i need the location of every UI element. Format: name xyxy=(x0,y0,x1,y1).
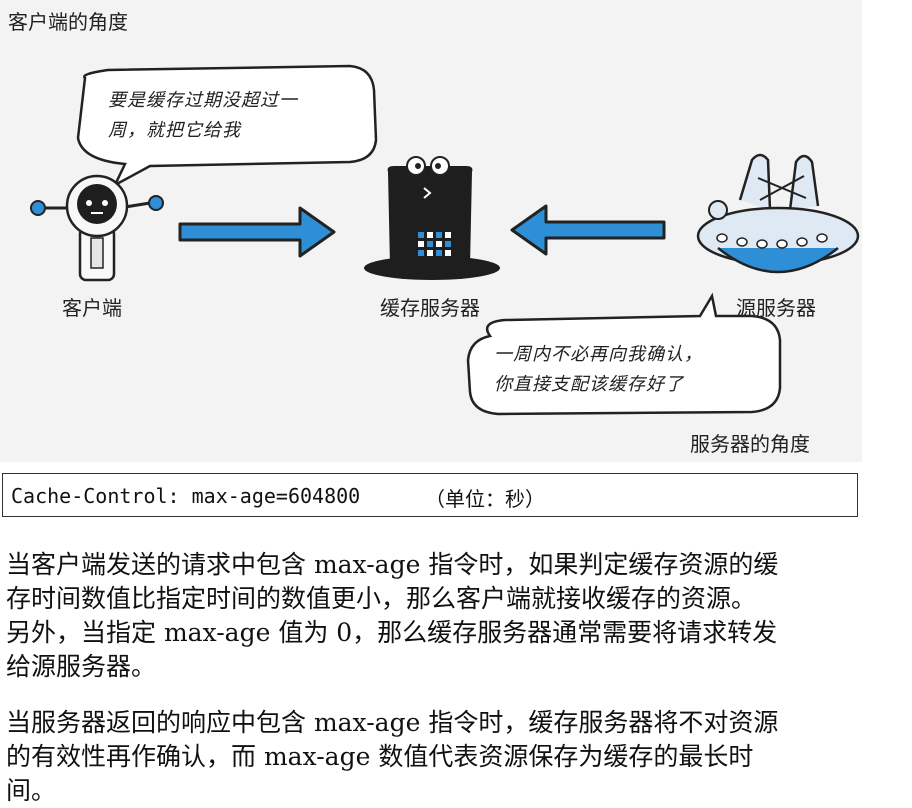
server-bubble-line: 你直接支配该缓存好了 xyxy=(494,374,684,395)
left-arrow-icon xyxy=(510,204,666,256)
right-arrow-icon xyxy=(178,206,336,258)
hat-cache-server-icon xyxy=(364,156,500,280)
paragraph-response: 当服务器返回的响应中包含 max-age 指令时，缓存服务器将不对资源 的有效性… xyxy=(6,706,862,808)
ufo-origin-server-icon xyxy=(696,153,860,274)
paragraph-line: 另外，当指定 max-age 值为 0，那么缓存服务器通常需要将请求转发 xyxy=(6,618,778,647)
cache-server-label: 缓存服务器 xyxy=(380,296,480,320)
client-bubble-text: 要是缓存过期没超过一 周，就把它给我 xyxy=(108,86,298,146)
unit-note: （单位：秒） xyxy=(425,487,545,511)
server-speech-bubble xyxy=(466,292,782,416)
cache-illustration: 客户端的角度 要是缓存过期没超过一 周，就把它给我 客户端 缓存服务器 源服务器… xyxy=(0,0,862,462)
server-view-label: 服务器的角度 xyxy=(690,432,810,456)
robot-client-icon xyxy=(30,174,164,282)
origin-server-label: 源服务器 xyxy=(736,296,816,320)
illustration-drawing xyxy=(30,64,860,416)
paragraph-line: 存时间数值比指定时间的数值更小，那么客户端就接收缓存的资源。 xyxy=(6,584,757,613)
cache-control-code: Cache-Control: max-age=604800 xyxy=(11,484,361,508)
server-bubble-line: 一周内不必再向我确认， xyxy=(494,344,703,365)
server-bubble-text: 一周内不必再向我确认， 你直接支配该缓存好了 xyxy=(494,340,703,400)
paragraph-line: 间。 xyxy=(6,776,57,805)
paragraph-line: 当客户端发送的请求中包含 max-age 指令时，如果判定缓存资源的缓 xyxy=(6,550,779,579)
paragraph-line: 的有效性再作确认，而 max-age 数值代表资源保存为缓存的最长时 xyxy=(6,742,754,771)
paragraph-request: 当客户端发送的请求中包含 max-age 指令时，如果判定缓存资源的缓 存时间数… xyxy=(6,548,862,684)
client-bubble-line: 周，就把它给我 xyxy=(108,120,241,141)
client-speech-bubble xyxy=(76,64,378,188)
client-bubble-line: 要是缓存过期没超过一 xyxy=(108,90,298,111)
paragraph-line: 当服务器返回的响应中包含 max-age 指令时，缓存服务器将不对资源 xyxy=(6,708,779,737)
client-label: 客户端 xyxy=(62,296,122,320)
code-example-box: Cache-Control: max-age=604800 （单位：秒） xyxy=(2,473,858,517)
paragraph-line: 给源服务器。 xyxy=(6,652,157,681)
client-view-label: 客户端的角度 xyxy=(8,10,128,34)
